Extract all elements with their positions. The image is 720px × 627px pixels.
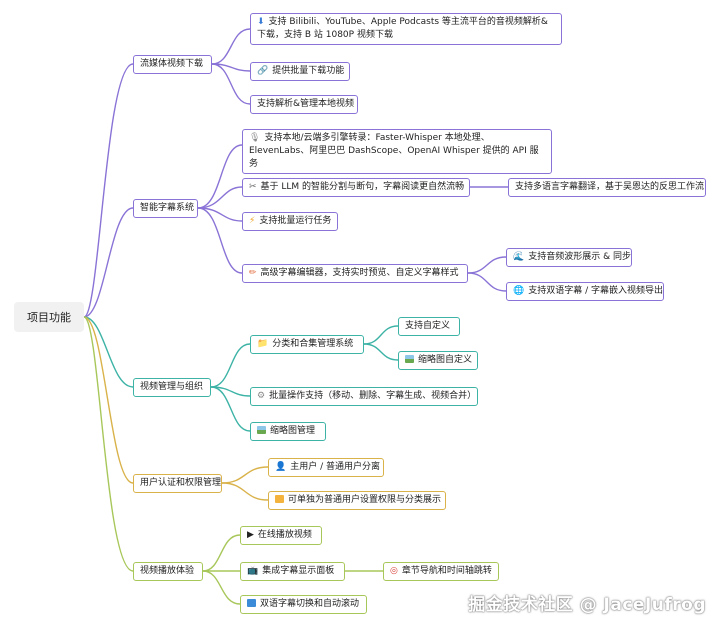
root-label: 项目功能 [27,311,71,324]
edge-root-media [83,63,134,318]
picture-icon [257,426,266,434]
user-icon: 👤 [275,462,287,472]
edge-root-play [83,316,134,572]
section-auth-permissions[interactable]: 用户认证和权限管理 [133,474,222,493]
media-batch-download[interactable]: 🔗提供批量下载功能 [250,62,350,81]
play-icon: ▶ [247,530,254,540]
play-subtitle-panel[interactable]: 📺集成字幕显示面板 [240,562,345,581]
subtitle-bilingual-export[interactable]: 🌐支持双语字幕 / 字幕嵌入视频导出 [506,282,664,301]
media-local-video[interactable]: 支持解析&管理本地视频 [250,95,358,114]
auth-user-separation[interactable]: 👤主用户 / 普通用户分离 [268,458,384,477]
edge-root-auth [83,316,134,484]
video-batch-operations[interactable]: ⚙批量操作支持（移动、删除、字幕生成、视频合并） [250,387,478,406]
auth-user-permission-settings[interactable]: 可单独为普通用户设置权限与分类展示 [268,491,446,510]
video-category-collection[interactable]: 📁分类和合集管理系统 [250,335,364,354]
lock-icon [275,495,284,503]
sync-icon [247,599,256,607]
tv-icon: 📺 [247,566,259,576]
play-chapter-navigation[interactable]: ◎章节导航和时间轴跳转 [383,562,499,581]
globe-icon: 🌐 [513,286,525,296]
edge-root-video [83,316,134,388]
section-smart-subtitle[interactable]: 智能字幕系统 [133,199,198,218]
download-icon: ⬇ [257,17,265,27]
media-platform-support[interactable]: ⬇支持 Bilibili、YouTube、Apple Podcasts 等主流平… [250,13,562,45]
section-media-download[interactable]: 流媒体视频下载 [133,55,212,74]
folder-icon: 📁 [257,339,269,349]
play-bilingual-toggle[interactable]: 双语字幕切换和自动滚动 [240,595,367,614]
edge-root-subtitle [83,207,134,318]
picture-icon [405,355,414,363]
subtitle-transcription-engines[interactable]: 🎙支持本地/云端多引擎转录：Faster-Whisper 本地处理、Eleven… [242,129,552,174]
video-custom-category[interactable]: 支持自定义 [398,317,460,336]
pencil-icon: ✏ [249,268,257,278]
subtitle-llm-segmentation[interactable]: ✂基于 LLM 的智能分割与断句，字幕阅读更自然流畅 [242,178,470,197]
microphone-icon: 🎙 [249,133,261,143]
subtitle-batch-tasks[interactable]: ⚡支持批量运行任务 [242,212,338,231]
scissors-icon: ✂ [249,182,257,192]
subtitle-advanced-editor[interactable]: ✏高级字幕编辑器，支持实时预览、自定义字幕样式 [242,264,468,283]
section-playback-experience[interactable]: 视频播放体验 [133,562,203,581]
wave-icon: 🌊 [513,252,525,262]
video-custom-thumbnail[interactable]: 缩略图自定义 [398,351,478,370]
lightning-icon: ⚡ [249,216,256,226]
subtitle-waveform[interactable]: 🌊支持音频波形展示 & 同步 [506,248,632,267]
target-icon: ◎ [390,566,398,576]
watermark: 掘金技术社区 @ JaceJufrog [468,595,706,615]
root-node[interactable]: 项目功能 [14,302,84,332]
video-thumbnail-management[interactable]: 缩略图管理 [250,422,326,441]
subtitle-translation[interactable]: 支持多语言字幕翻译，基于吴恩达的反思工作流 [508,178,706,197]
section-video-management[interactable]: 视频管理与组织 [133,378,211,397]
gear-icon: ⚙ [257,391,266,401]
play-online[interactable]: ▶在线播放视频 [240,526,322,545]
link-icon: 🔗 [257,66,269,76]
